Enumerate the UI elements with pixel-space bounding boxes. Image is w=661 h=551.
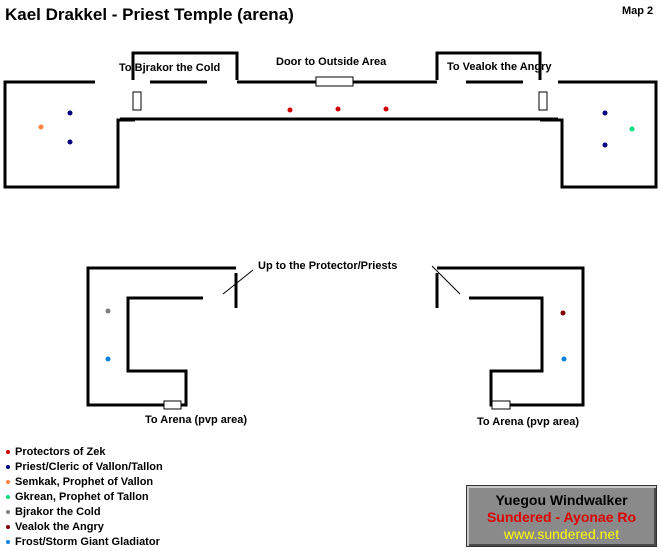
legend-label: Frost/Storm Giant Gladiator <box>15 535 160 548</box>
legend-item: Priest/Cleric of Vallon/Tallon <box>6 459 163 474</box>
upper-hall-left-room-wall <box>3 80 135 189</box>
pointer-lines <box>222 265 461 295</box>
credit-guild: Sundered - Ayonae Ro <box>486 509 637 525</box>
marker-gladiator-left <box>105 356 111 362</box>
legend-item: Gkrean, Prophet of Tallon <box>6 489 163 504</box>
doors <box>132 76 548 410</box>
map-number: Map 2 <box>622 5 654 17</box>
marker-vealok <box>560 310 566 316</box>
door-arena-right <box>491 400 511 410</box>
legend-item: Semkak, Prophet of Vallon <box>6 474 163 489</box>
legend-label: Priest/Cleric of Vallon/Tallon <box>15 460 163 473</box>
label-up-to-protector: Up to the Protector/Priests <box>258 260 398 272</box>
legend-dot-icon <box>6 539 10 544</box>
door-arena-left <box>163 400 182 410</box>
legend-item: Bjrakor the Cold <box>6 504 163 519</box>
marker-gladiator-right <box>561 356 567 362</box>
legend-label: Gkrean, Prophet of Tallon <box>15 490 149 503</box>
legend-label: Semkak, Prophet of Vallon <box>15 475 154 488</box>
legend-label: Protectors of Zek <box>15 445 106 458</box>
marker-priest-2 <box>67 139 73 145</box>
label-to-vealok: To Vealok the Angry <box>447 61 552 73</box>
marker-priest-3 <box>602 110 608 116</box>
marker-protector-3 <box>383 106 389 112</box>
legend-dot-icon <box>6 494 10 499</box>
legend-item: Frost/Storm Giant Gladiator <box>6 534 163 549</box>
label-door-outside: Door to Outside Area <box>276 56 387 68</box>
credit-url[interactable]: www.sundered.net <box>503 526 620 542</box>
legend-dot-icon <box>6 524 10 529</box>
legend-dot-icon <box>6 479 10 484</box>
door-to-bjrakor <box>132 91 142 111</box>
pointer-line-left <box>222 269 254 295</box>
upper-hall-right-room-wall <box>540 80 658 189</box>
legend-label: Bjrakor the Cold <box>15 505 101 518</box>
npc-markers <box>38 106 635 362</box>
legend-label: Vealok the Angry <box>15 520 104 533</box>
legend-dot-icon <box>6 449 10 454</box>
credit-box: Yuegou Windwalker Sundered - Ayonae Ro w… <box>466 485 657 547</box>
label-to-bjrakor: To Bjrakor the Cold <box>119 62 221 74</box>
label-to-arena-left: To Arena (pvp area) <box>145 414 248 426</box>
map-walls <box>3 51 658 407</box>
legend-item: Protectors of Zek <box>6 444 163 459</box>
marker-priest-1 <box>67 110 73 116</box>
marker-priest-4 <box>602 142 608 148</box>
pointer-line-right <box>431 265 461 295</box>
label-to-arena-right: To Arena (pvp area) <box>477 416 580 428</box>
legend-dot-icon <box>6 509 10 514</box>
lower-left-wing-outer <box>86 266 236 407</box>
marker-bjrakor <box>105 308 111 314</box>
door-to-outside <box>315 76 354 87</box>
lower-right-wing-outer <box>437 266 585 407</box>
marker-semkak <box>38 124 44 130</box>
upper-hall-top-right-wall <box>435 51 542 80</box>
marker-protector-1 <box>287 107 293 113</box>
legend-dot-icon <box>6 464 10 469</box>
legend-item: Vealok the Angry <box>6 519 163 534</box>
door-to-vealok <box>538 91 548 111</box>
marker-gkrean <box>629 126 635 132</box>
marker-protector-2 <box>335 106 341 112</box>
map-title: Kael Drakkel - Priest Temple (arena) <box>5 5 294 24</box>
upper-hall-top-left-wall <box>131 51 239 80</box>
credit-author: Yuegou Windwalker <box>495 492 628 508</box>
